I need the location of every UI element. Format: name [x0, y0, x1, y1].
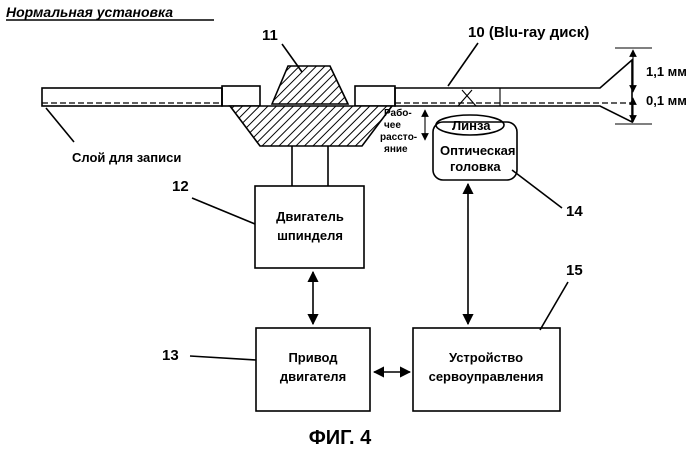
spindle-motor-box — [255, 186, 364, 268]
optical-head-number-label: 14 — [566, 203, 583, 220]
thickness-top-label: 1,1 мм — [646, 64, 687, 79]
driver-number-label: 13 — [162, 347, 179, 364]
servo-text-2: сервоуправления — [429, 369, 544, 384]
driver-leader-line — [190, 356, 256, 360]
lens-label: Линза — [452, 118, 491, 133]
working-distance-text-1: Рабо- — [384, 107, 412, 119]
disc-leader-line — [448, 43, 478, 86]
working-distance-text-2: чее — [384, 120, 401, 131]
thickness-bottom-label: 0,1 мм — [646, 93, 687, 108]
motor-driver-text-1: Привод — [288, 350, 338, 365]
working-distance-text-3: расстo- — [380, 132, 417, 143]
working-distance-text-4: яние — [384, 144, 408, 155]
clamp-hub — [222, 66, 395, 186]
thickness-dimension — [615, 48, 652, 124]
clamp-number-label: 11 — [262, 27, 278, 44]
disc-number-label: 10 (Blu-ray диск) — [468, 24, 589, 41]
page-title: Нормальная установка — [6, 4, 173, 20]
figure-caption: ФИГ. 4 — [309, 427, 372, 449]
spindle-leader-line — [192, 198, 255, 224]
servo-number-label: 15 — [566, 262, 583, 279]
motor-driver-text-2: двигателя — [280, 369, 346, 384]
servo-text-1: Устройство — [449, 350, 523, 365]
spindle-motor-text-2: шпинделя — [277, 228, 343, 243]
recording-layer-leader — [46, 108, 74, 142]
optical-head-label-2: головка — [450, 159, 501, 174]
optical-head-leader — [512, 170, 562, 208]
servo-leader-line — [540, 282, 568, 330]
spindle-motor-text-1: Двигатель — [276, 209, 344, 224]
recording-layer-label: Слой для записи — [72, 150, 181, 165]
optical-head-label-1: Оптическая — [440, 143, 515, 158]
spindle-number-label: 12 — [172, 178, 189, 195]
